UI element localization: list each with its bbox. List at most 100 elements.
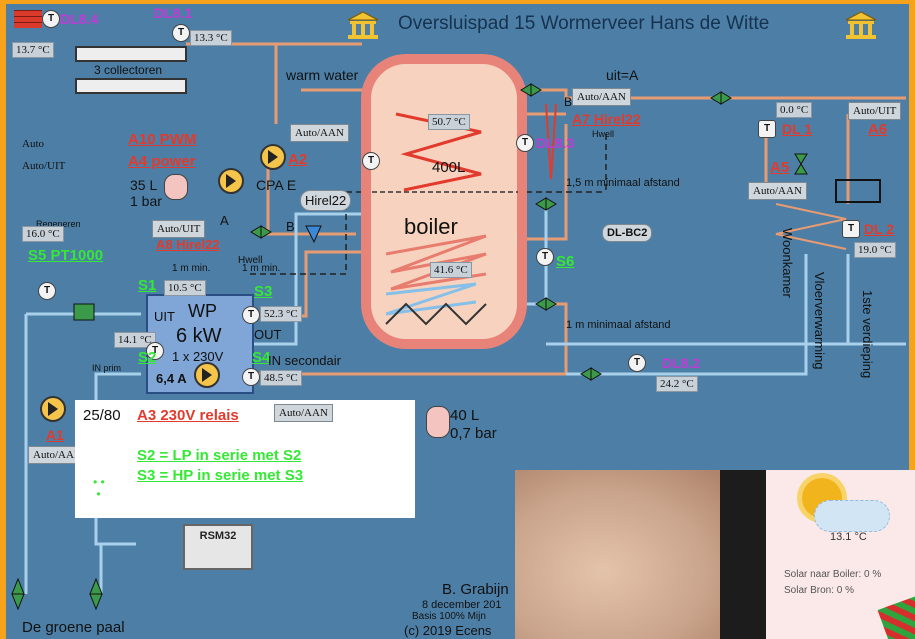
min-afstand-1: 1,5 m minimaal afstand	[566, 177, 680, 189]
t-sensor-dl81[interactable]: T	[172, 24, 190, 42]
dl83-label[interactable]: DL8.3	[536, 135, 575, 151]
pipe-network	[11, 42, 906, 611]
auto-aan-button-a2[interactable]: Auto/AAN	[290, 124, 349, 142]
m-min-2: 1 m min.	[242, 263, 281, 274]
a6-label[interactable]: A6	[868, 121, 888, 138]
credit-basis: Basis 100% Mijn	[412, 611, 486, 622]
auto-aan-button-a1[interactable]: Auto/AAN	[28, 446, 87, 464]
auto-aan-button-a7[interactable]: Auto/AAN	[572, 88, 631, 106]
wp-kw-label: 6 kW	[176, 325, 222, 347]
temp-dl82: 24.2 °C	[656, 376, 698, 392]
uit-a-label: uit=A	[606, 67, 639, 83]
phone-solar-boiler: Solar naar Boiler: 0 %	[784, 569, 882, 580]
note-s2-label: S2 = LP in serie met S2	[137, 447, 302, 464]
temp-s1: 10.5 °C	[164, 280, 206, 296]
bar07-label: 0,7 bar	[450, 425, 497, 442]
hwell-label-2: Hwell	[592, 129, 615, 139]
finger-image	[515, 470, 735, 639]
auto-aan-button-a3[interactable]: Auto/AAN	[274, 404, 333, 422]
credit-date: 8 december 201	[422, 599, 502, 611]
s5-pt1000-label[interactable]: S5 PT1000	[28, 247, 104, 264]
auto-button[interactable]: Auto	[22, 138, 44, 150]
hwell-label: Hwell	[238, 255, 263, 266]
pump-wp-icon[interactable]	[194, 362, 220, 388]
pump-a1-icon[interactable]	[40, 396, 66, 422]
credit-copyright: (c) 2019 Ecens	[404, 623, 492, 638]
credit-name: B. Grabijn	[442, 581, 509, 598]
a10-pwm-label[interactable]: A10 PWM	[128, 131, 197, 148]
t-sensor-s5[interactable]: T	[38, 282, 56, 300]
a5-label[interactable]: A5	[770, 159, 790, 176]
s2-label[interactable]: S2	[138, 349, 157, 366]
a1-label[interactable]: A1	[46, 427, 64, 443]
temp-dl2: 19.0 °C	[854, 242, 896, 258]
phone-temp: 13.1 °C	[830, 531, 867, 543]
s3-label[interactable]: S3	[254, 283, 273, 300]
auto-uit-button-3[interactable]: Auto/UIT	[848, 102, 902, 120]
a3-relais-label[interactable]: A3 230V relais	[137, 407, 239, 424]
page-title: Oversluispad 15 Wormerveer Hans de Witte	[398, 13, 770, 34]
wp-amp-label: 6,4 A	[156, 371, 187, 386]
temple-logo-right-icon	[844, 10, 878, 40]
t-sensor-dl83[interactable]: T	[516, 134, 534, 152]
heatpump-block[interactable]: WP 6 kW 1 x 230V 6,4 A	[146, 294, 254, 394]
t-sensor-dl1[interactable]: T	[758, 120, 776, 138]
t-sensor-boiler-top[interactable]: T	[362, 152, 380, 170]
dl82-label[interactable]: DL8.2	[662, 355, 701, 371]
t-sensor-s2[interactable]: T	[146, 342, 164, 360]
b-top-label: B	[564, 95, 573, 109]
temp-collector-1: 13.7 °C	[12, 42, 54, 58]
temp-boiler-top: 50.7 °C	[428, 114, 470, 130]
s1-label[interactable]: S1	[138, 277, 157, 294]
auto-aan-button-a5[interactable]: Auto/AAN	[748, 182, 807, 200]
t-sensor-s3[interactable]: T	[242, 306, 260, 324]
hirel22-button[interactable]: Hirel22	[300, 190, 352, 211]
t-sensor-dl82[interactable]: T	[628, 354, 646, 372]
s6-label[interactable]: S6	[556, 253, 575, 270]
info-panel: 25/80 A3 230V relais S2 = LP in serie me…	[75, 400, 415, 518]
vol-40l-label: 40 L	[450, 407, 480, 424]
note-s3-label: S3 = HP in serie met S3	[137, 467, 304, 484]
rsm32-label: RSM32	[199, 530, 237, 542]
temp-s2: 14.1 °C	[114, 332, 156, 348]
boiler-volume-label: 400L	[432, 159, 466, 176]
phone-solar-bron: Solar Bron: 0 %	[784, 585, 855, 596]
vloerverwarming-label: Vloerverwarming	[812, 272, 827, 370]
dl2-label[interactable]: DL 2	[864, 221, 895, 237]
groene-paal-label: De groene paal	[22, 619, 125, 636]
in-prim-label: IN prim	[92, 363, 121, 373]
dl-bc2-button[interactable]: DL-BC2	[602, 224, 653, 242]
pump-cpa-icon[interactable]	[218, 168, 244, 194]
woonkamer-label: Woonkamer	[780, 228, 795, 298]
auto-uit-button-1[interactable]: Auto/UIT	[22, 160, 66, 172]
temp-s3: 52.3 °C	[260, 306, 302, 322]
dl84-label[interactable]: DL8.4	[60, 11, 99, 27]
auto-uit-button-2[interactable]: Auto/UIT	[152, 220, 206, 238]
cloud-icon	[814, 500, 890, 532]
t-sensor-s6[interactable]: T	[536, 248, 554, 266]
dots-icon: • • •	[93, 475, 105, 501]
temp-dl1: 0.0 °C	[776, 102, 813, 118]
boiler-label: boiler	[404, 214, 458, 239]
t-sensor-s4[interactable]: T	[242, 368, 260, 386]
expansion-vessel-35l-icon	[164, 174, 188, 200]
a7-hirel22-label[interactable]: A7 Hirel22	[572, 111, 641, 127]
a4-power-label[interactable]: A4 power	[128, 153, 196, 170]
wp-label: WP	[188, 301, 217, 321]
temp-s5: 16.0 °C	[22, 226, 64, 242]
dl81-label[interactable]: DL8.1	[154, 5, 193, 21]
cpa-label: CPA E	[256, 177, 297, 193]
regeneren-label: Regeneren	[36, 219, 81, 229]
a8-hirel22-label[interactable]: A8 Hirel22	[156, 237, 220, 252]
rsm32-box[interactable]: RSM32	[183, 524, 253, 570]
vol-35l-label: 35 L	[130, 177, 158, 193]
s4-label[interactable]: S4	[252, 349, 271, 366]
t-sensor-dl84[interactable]: T	[42, 10, 60, 28]
t-sensor-dl2[interactable]: T	[842, 220, 860, 238]
a2-label[interactable]: A2	[288, 151, 308, 168]
pump-a2-icon[interactable]	[260, 144, 286, 170]
phone-screen: 13.1 °C Solar naar Boiler: 0 % Solar Bro…	[766, 470, 915, 639]
dl1-label[interactable]: DL 1	[782, 121, 813, 137]
verdieping-label: 1ste verdieping	[860, 290, 875, 379]
temple-logo-left-icon	[346, 10, 380, 40]
